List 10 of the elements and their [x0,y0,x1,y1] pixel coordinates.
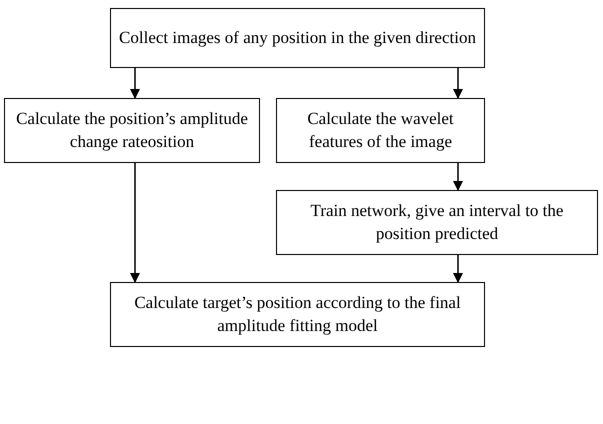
arrow [453,255,463,283]
process-box: Calculate the wavelet features of the image [276,98,485,163]
process-box: Train network, give an interval to the position predicted [276,190,598,255]
process-box: Calculate target’s position according to the final amplitude fitting model [110,282,485,347]
arrow [453,68,463,99]
process-box: Collect images of any position in the given direction [110,8,485,68]
arrow [453,163,463,191]
arrow [130,163,140,283]
arrow [130,68,140,99]
process-box: Calculate the position’s amplitude change rateosition [4,98,260,163]
